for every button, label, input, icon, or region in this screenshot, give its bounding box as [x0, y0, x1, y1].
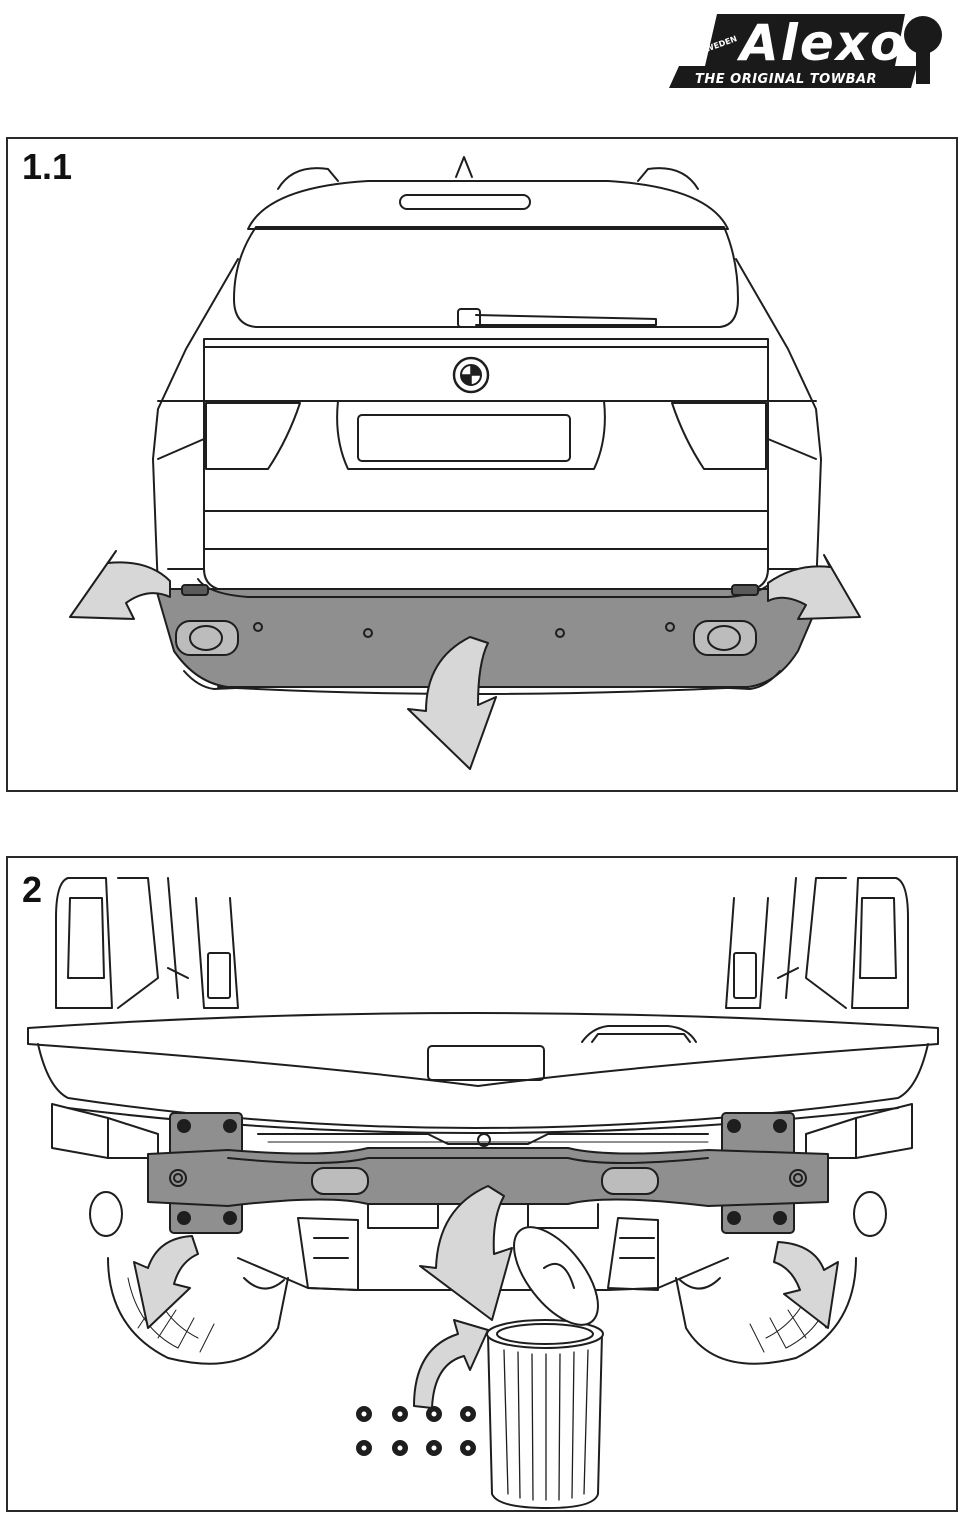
rear-bumper-removal-illustration — [69, 156, 861, 770]
arrow-right-icon — [767, 554, 861, 620]
arrow-down-icon — [419, 1185, 513, 1321]
arrow-up-icon — [413, 1319, 489, 1409]
logo-mark: Alexo SWEDEN THE ORIGINAL TOWBAR — [669, 14, 942, 88]
step-number: 1.1 — [22, 146, 73, 187]
trash-bin-icon — [486, 1226, 604, 1509]
alexo-logo: Alexo SWEDEN THE ORIGINAL TOWBAR — [665, 8, 947, 90]
towball-icon — [904, 16, 942, 54]
arrow-right-icon — [773, 1241, 839, 1329]
crossmember-removal-illustration — [27, 877, 939, 1509]
step-panel-1-1: 1.1 — [6, 137, 958, 792]
step-panel-2: 2 — [6, 856, 958, 1512]
logo-tagline: THE ORIGINAL TOWBAR — [695, 72, 877, 87]
arrow-down-icon — [407, 636, 497, 770]
arrow-left-icon — [133, 1235, 199, 1329]
logo-brand: Alexo — [736, 14, 906, 72]
nuts-group — [356, 1406, 476, 1456]
step-number: 2 — [22, 869, 43, 910]
arrow-left-icon — [69, 550, 171, 620]
